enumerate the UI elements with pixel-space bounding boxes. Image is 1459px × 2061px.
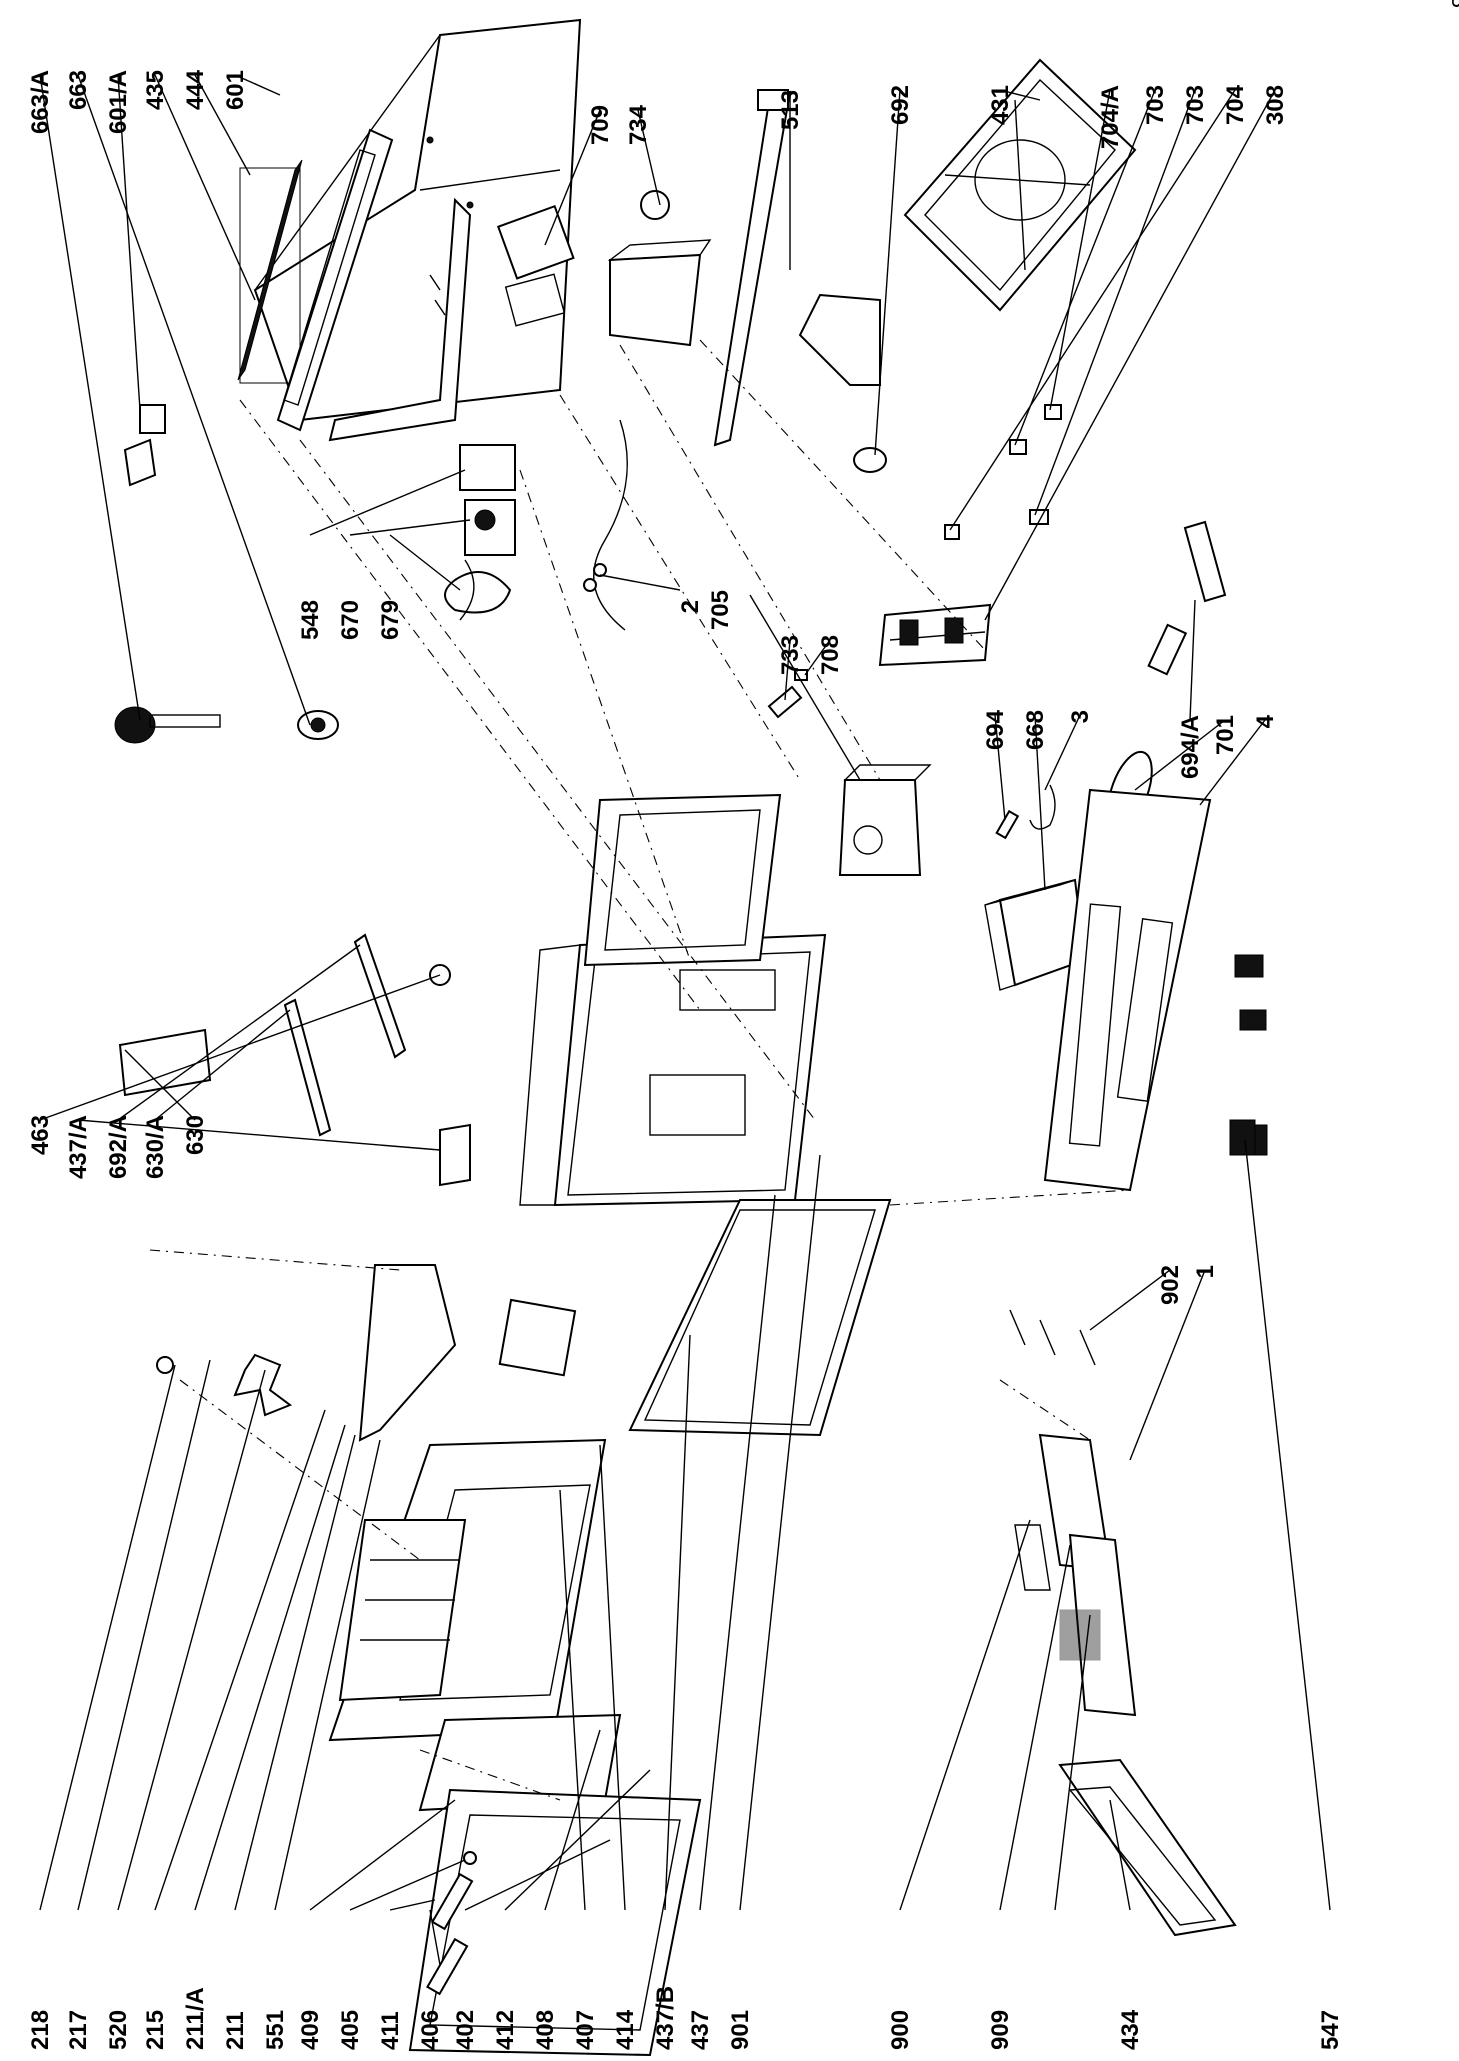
label-668: 668 (1022, 710, 1049, 750)
assembly-lines (149, 339, 1131, 1801)
part-door-402 (408, 1788, 702, 2057)
label-601: 601 (222, 70, 249, 110)
label-704a: 704/A (1097, 85, 1124, 149)
label-407: 407 (572, 2010, 599, 2050)
label-709: 709 (587, 105, 614, 145)
part-control-panel-900 (1014, 1433, 1137, 1717)
label-520: 520 (105, 2010, 132, 2050)
label-2: 2 (677, 600, 704, 613)
part-cavity-463 (519, 933, 827, 1207)
part-foot-547 (1229, 1119, 1256, 1156)
part-back-panel (328, 197, 472, 442)
label-405: 405 (337, 2010, 364, 2050)
part-tray-431 (903, 58, 1137, 312)
label-431: 431 (987, 85, 1014, 125)
label-414: 414 (612, 2009, 639, 2050)
label-663: 663 (65, 70, 92, 110)
label-900: 900 (887, 2010, 914, 2050)
part-labels: 663/A 663 601/A 435 444 601 709 734 513 … (27, 0, 1459, 2050)
label-670: 670 (337, 600, 364, 640)
label-694a: 694/A (1177, 715, 1204, 779)
part-grille-444 (237, 159, 303, 384)
label-703-b: 703 (1182, 85, 1209, 125)
label-630a: 630/A (142, 1115, 169, 1179)
label-434: 434 (1117, 2009, 1144, 2050)
label-692a: 692/A (105, 1115, 132, 1179)
label-218: 218 (27, 2010, 54, 2050)
label-444: 444 (182, 69, 209, 110)
label-548: 548 (297, 600, 324, 640)
label-435: 435 (142, 70, 169, 110)
part-door-assembly-407 (328, 1438, 622, 1812)
label-909: 909 (987, 2010, 1014, 2050)
part-bracket-601a (123, 404, 166, 487)
label-551: 551 (262, 2010, 289, 2050)
parts-drawing (114, 18, 1268, 2057)
label-412: 412 (492, 2010, 519, 2050)
label-513: 513 (777, 90, 804, 130)
label-406: 406 (417, 2010, 444, 2050)
part-magnetron-705 (838, 764, 932, 876)
part-latches (426, 1851, 477, 1996)
parts-630-rails (118, 933, 451, 1137)
label-4: 4 (1252, 714, 1279, 728)
part-437a (439, 1123, 471, 1187)
part-rail-513 (713, 89, 792, 447)
label-211: 211 (222, 2011, 249, 2050)
label-308: 308 (1262, 85, 1289, 125)
label-3: 3 (1067, 710, 1094, 723)
label-733: 733 (777, 635, 804, 675)
part-434 (1058, 1758, 1237, 1937)
label-437b: 437/B (652, 1986, 679, 2050)
label-547: 547 (1317, 2010, 1344, 2050)
label-1: 1 (1192, 1265, 1219, 1278)
label-215: 215 (142, 2010, 169, 2050)
part-screws-902 (1009, 1309, 1096, 1366)
label-692: 692 (887, 85, 914, 125)
part-lamp-663 (114, 706, 339, 744)
label-663a: 663/A (27, 70, 54, 134)
label-902: 902 (1157, 1265, 1184, 1305)
label-411: 411 (377, 2011, 404, 2050)
document-id: 3019800 2P3 (1447, 0, 1459, 8)
label-708: 708 (817, 635, 844, 675)
label-402: 402 (452, 2010, 479, 2050)
label-409: 409 (297, 2010, 324, 2050)
label-437: 437 (687, 2010, 714, 2050)
label-601a: 601/A (105, 70, 132, 134)
part-switch-709 (496, 204, 575, 327)
label-217: 217 (65, 2010, 92, 2050)
part-692 (798, 293, 887, 473)
part-door-frame-414 (498, 1199, 892, 1437)
label-679: 679 (377, 600, 404, 640)
part-cable-2 (583, 419, 628, 631)
label-705: 705 (707, 590, 734, 630)
parts-733-708 (767, 669, 808, 719)
label-408: 408 (532, 2010, 559, 2050)
label-694: 694 (982, 709, 1009, 750)
part-308 (878, 603, 992, 667)
label-703-a: 703 (1142, 85, 1169, 125)
label-701: 701 (1212, 715, 1239, 755)
part-fan-motor-670 (444, 444, 516, 621)
label-734: 734 (625, 104, 652, 145)
label-704: 704 (1222, 84, 1249, 125)
label-437a: 437/A (65, 1115, 92, 1179)
parts-703-704 (944, 404, 1062, 540)
label-211a: 211/A (182, 1987, 209, 2050)
label-463: 463 (27, 1115, 54, 1155)
parts-694-701 (995, 520, 1227, 840)
label-630: 630 (182, 1115, 209, 1155)
part-734 (607, 190, 712, 347)
part-frame-435 (276, 128, 394, 432)
label-901: 901 (727, 2010, 754, 2050)
leader-lines (39, 74, 1331, 1966)
part-fan-bracket-551 (156, 1264, 457, 1442)
